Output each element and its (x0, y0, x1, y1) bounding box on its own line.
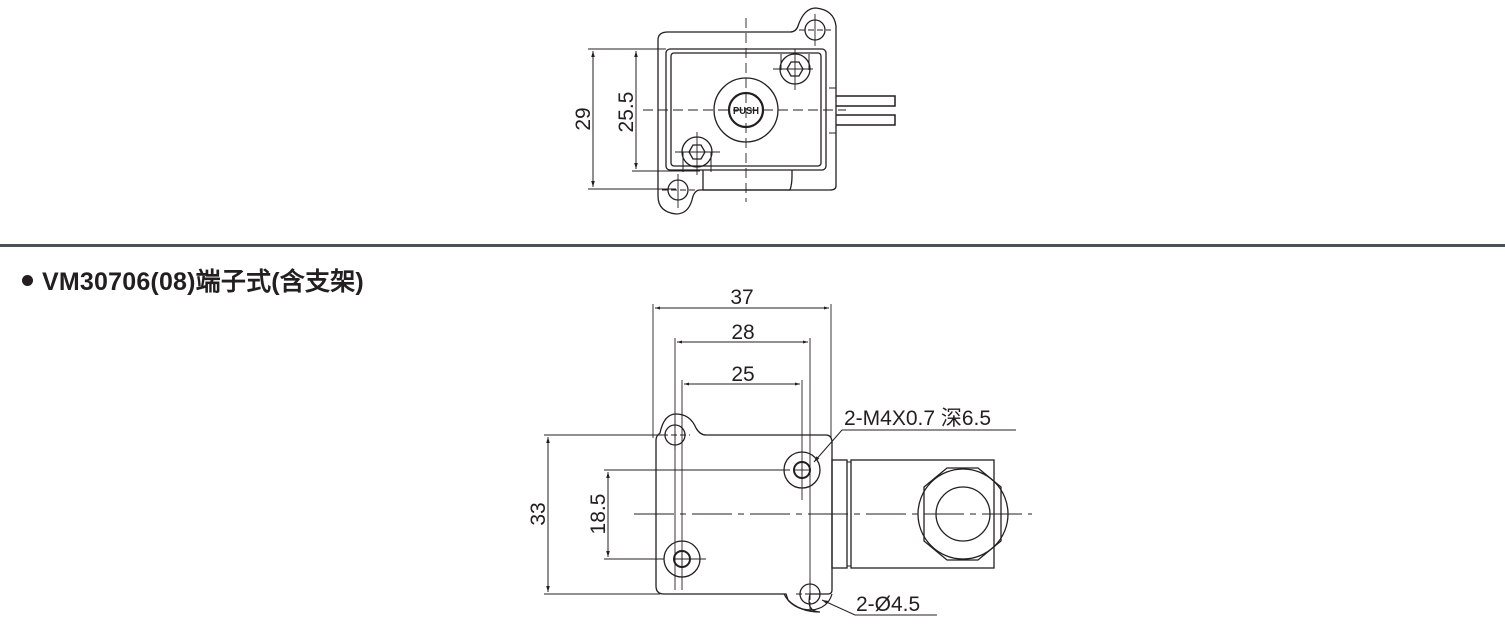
callout-thread: 2-M4X0.7 深6.5 (844, 407, 991, 430)
housing-outline (657, 7, 837, 215)
hex-connector (923, 467, 1002, 561)
section-title-text: VM30706(08)端子式(含支架) (42, 268, 364, 296)
dimension-height-inner: 25.5 (615, 92, 638, 133)
bullet-icon (22, 274, 33, 286)
dimension-width-mid: 28 (731, 321, 754, 344)
terminal-pins (836, 95, 896, 126)
top-view-drawing (588, 7, 896, 215)
dimension-height-overall: 33 (527, 502, 550, 525)
section-divider (0, 244, 1505, 247)
section-heading: VM30706(08)端子式(含支架) (22, 262, 364, 298)
dimension-width-overall: 37 (730, 286, 753, 309)
dimension-width-inner: 25 (731, 363, 754, 386)
dimension-hole-spacing: 18.5 (587, 494, 610, 535)
bracket-outline (655, 413, 833, 613)
dimension-height-outer: 29 (572, 107, 595, 130)
push-button-label: PUSH (733, 106, 759, 117)
callout-hole: 2-Ø4.5 (856, 593, 920, 616)
bottom-view-drawing (544, 304, 1032, 616)
